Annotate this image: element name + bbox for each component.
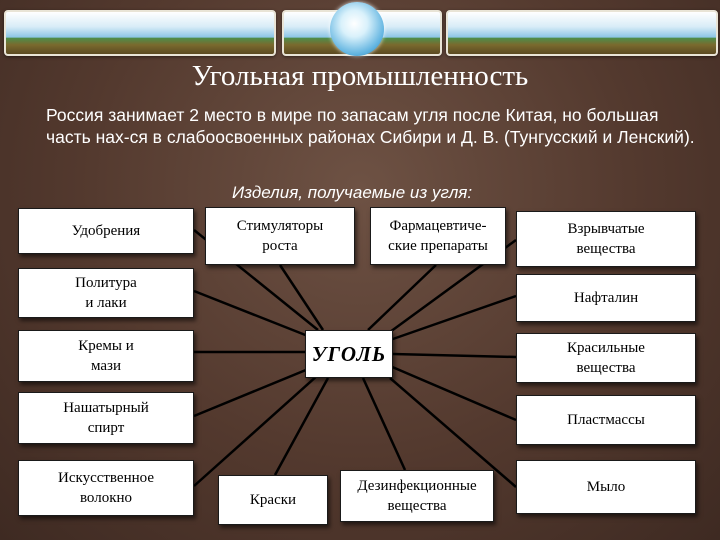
line-ammonia (193, 363, 319, 418)
center-box-coal: УГОЛЬ (305, 330, 393, 378)
line-paints (273, 377, 330, 476)
line-polish (193, 289, 319, 342)
box-explosives: Взрывчатые вещества (516, 211, 696, 267)
line-plastics (389, 364, 517, 422)
line-soap (389, 377, 517, 488)
box-ammonia: Нашатырный спирт (18, 392, 194, 444)
intro-text: Россия занимает 2 место в мире по запаса… (46, 105, 695, 147)
box-creams: Кремы и мази (18, 330, 194, 382)
box-fiber: Искусственное волокно (18, 460, 194, 516)
products-subtitle: Изделия, получаемые из угля: (232, 183, 473, 202)
header-banner-right (446, 10, 718, 56)
box-fertilizers: Удобрения (18, 208, 194, 254)
box-plastics: Пластмассы (516, 395, 696, 445)
box-disinfectants: Дезинфекционные вещества (340, 470, 494, 522)
line-growth (278, 264, 325, 331)
box-growth: Стимуляторы роста (205, 207, 355, 265)
line-disinfectants (361, 377, 407, 471)
box-dyes: Красильные вещества (516, 333, 696, 383)
globe-icon (330, 2, 384, 56)
line-fiber (193, 374, 319, 487)
box-paints: Краски (218, 475, 328, 525)
box-naphthalene: Нафталин (516, 274, 696, 322)
box-soap: Мыло (516, 460, 696, 514)
line-dyes (392, 352, 517, 359)
header-banner-left (4, 10, 276, 56)
box-pharma: Фармацевтиче- ские препараты (370, 207, 506, 265)
line-naphthalene (389, 294, 517, 342)
box-polish: Политура и лаки (18, 268, 194, 318)
slide-title: Угольная промышленность (191, 60, 529, 92)
line-pharma (367, 264, 437, 331)
